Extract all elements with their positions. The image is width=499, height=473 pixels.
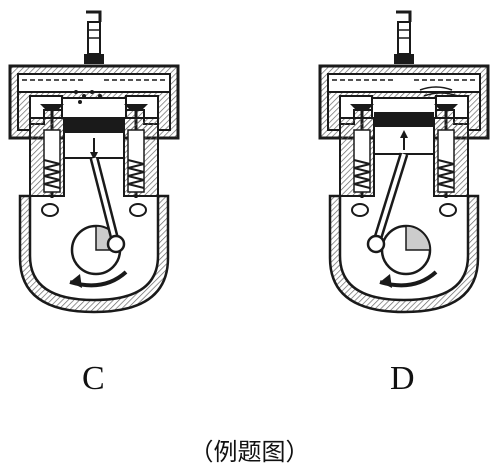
piston xyxy=(64,118,124,132)
piston xyxy=(374,112,434,126)
figure-label-c: C xyxy=(82,360,105,397)
figure-c xyxy=(8,10,180,314)
intake-mixture xyxy=(74,90,102,104)
caption: （例题图） xyxy=(189,438,310,466)
exhaust-flow xyxy=(419,86,459,97)
figure-label-d: D xyxy=(390,360,415,397)
figure-d xyxy=(318,10,490,314)
